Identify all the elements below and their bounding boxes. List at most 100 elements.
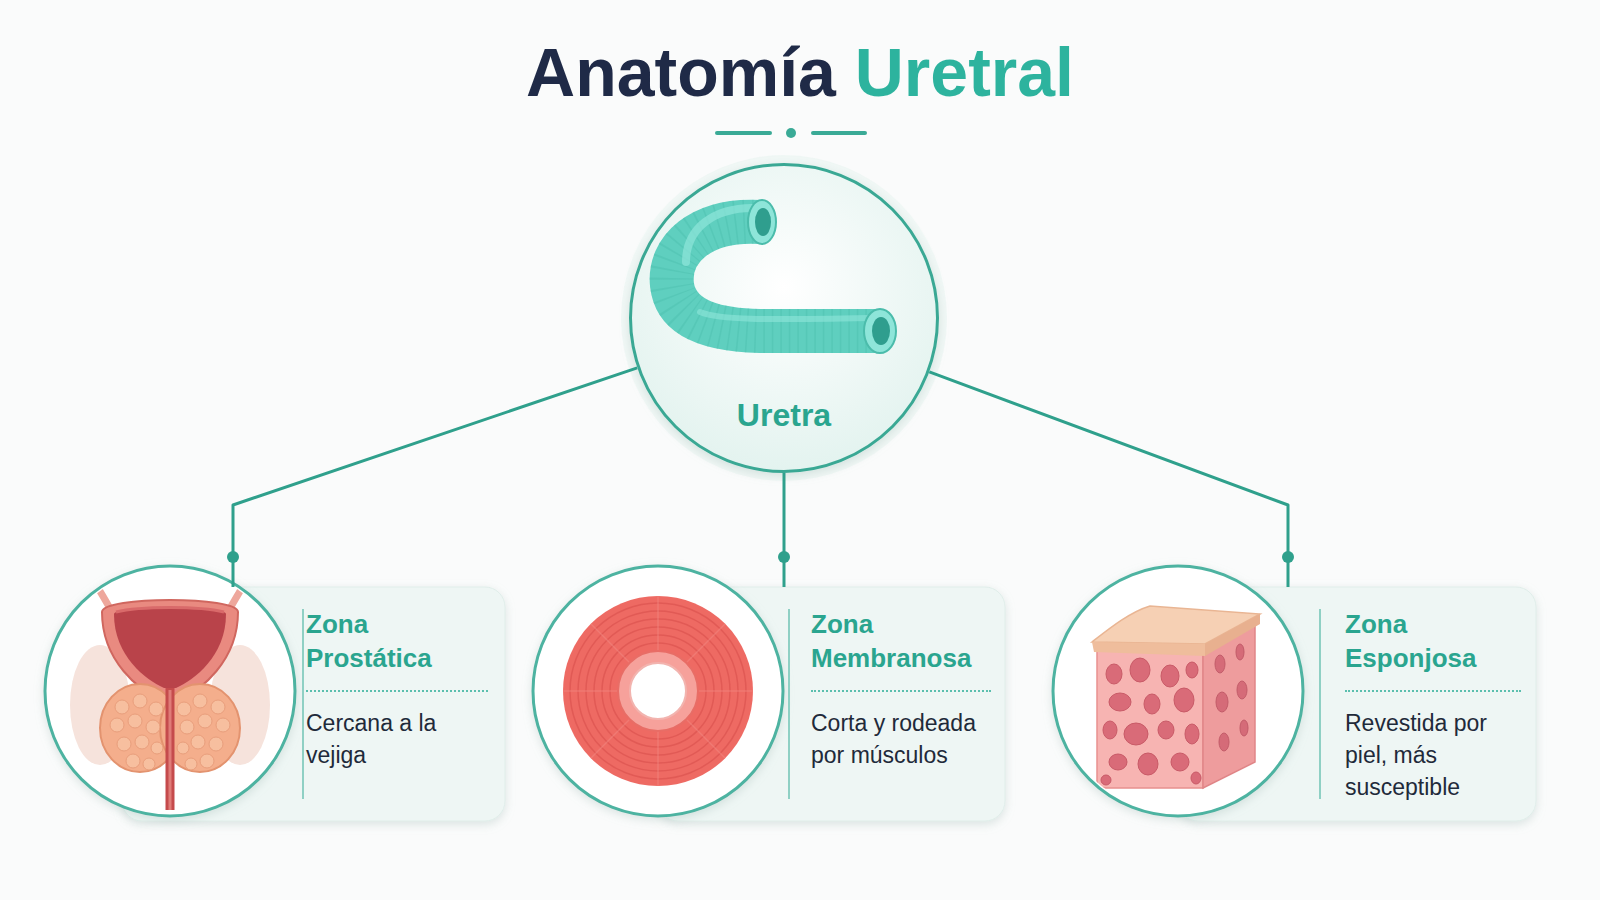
title-ornament: [717, 131, 770, 135]
card-background: [122, 587, 1536, 821]
spongy-tissue-illustration: [1205, 614, 1260, 656]
prostate-illustration: [146, 720, 160, 734]
spongy-tissue-illustration: [1215, 655, 1225, 673]
spongy-tissue-illustration: [1124, 723, 1148, 745]
prostate-illustration: [70, 560, 270, 810]
prostate-illustration: [200, 754, 214, 768]
connector-group: [778, 473, 790, 587]
prostate-illustration: [151, 742, 163, 754]
zone-description: Revestida por piel, más susceptible: [1345, 707, 1521, 803]
prostate-illustration: [135, 735, 149, 749]
urethra-tube-icon: [700, 312, 870, 319]
prostate-illustration: [177, 702, 191, 716]
prostate-illustration: [115, 700, 129, 714]
zone-card: Zona MembranosaCorta y rodeada por múscu…: [533, 587, 1005, 821]
urethra-tube-icon: [672, 200, 896, 353]
muscle-ring-illustration: [686, 719, 725, 758]
spongy-tissue-illustration: [1101, 775, 1111, 785]
muscle-ring-illustration: [618, 651, 698, 731]
muscle-ring-illustration: [563, 596, 753, 786]
urethra-tube-icon: [748, 200, 776, 244]
card-separator: [302, 609, 304, 799]
prostate-illustration: [191, 735, 205, 749]
spongy-tissue-illustration: [1237, 681, 1247, 699]
title-row: Anatomía Uretral: [0, 32, 1600, 112]
node-text-column: Uretra: [629, 395, 939, 435]
muscle-ring-illustration: [630, 663, 686, 719]
zone-card: Zona EsponjosaRevestida por piel, más su…: [1053, 587, 1536, 821]
urethra-tube-icon: [872, 317, 890, 345]
spongy-tissue-illustration: [1185, 724, 1199, 744]
urethra-tube-icon: [686, 208, 758, 262]
prostate-illustration: [149, 702, 163, 716]
card-text-column: Zona ProstáticaCercana a la vejiga: [306, 607, 488, 771]
spongy-tissue-illustration: [1138, 753, 1158, 775]
urethra-circle-fill: [621, 155, 947, 481]
urethra-tube-icon: [672, 222, 880, 331]
spongy-tissue-illustration: [1161, 665, 1179, 687]
title-ornament: [786, 128, 796, 138]
prostate-illustration: [126, 754, 140, 768]
muscle-ring-illustration: [563, 596, 753, 786]
prostate-illustration: [116, 608, 224, 613]
spongy-tissue-illustration: [1236, 644, 1244, 660]
connector-dot: [227, 551, 239, 563]
muscle-ring-illustration: [563, 690, 618, 692]
prostate-illustration: [193, 694, 207, 708]
prostate-illustration: [143, 758, 155, 770]
root-circle-node: Uretra: [629, 163, 939, 473]
prostate-illustration: [114, 608, 226, 688]
title-ornament: [717, 128, 865, 138]
urethra-circle-fill: [629, 163, 939, 473]
prostate-illustration: [110, 718, 124, 732]
spongy-tissue-illustration: [1171, 753, 1189, 771]
card-text-column: Zona EsponjosaRevestida por piel, más su…: [1345, 607, 1521, 803]
card-circle-frame: [1053, 566, 1303, 816]
prostate-illustration: [102, 600, 238, 700]
title-ornament: [813, 131, 865, 135]
muscle-ring-illustration: [563, 596, 753, 786]
spongy-tissue-illustration: [1174, 688, 1194, 712]
prostate-illustration: [169, 690, 172, 810]
spongy-tissue-illustration: [1219, 733, 1229, 751]
prostate-illustration: [185, 758, 197, 770]
zone-card: Zona ProstáticaCercana a la vejiga: [45, 587, 505, 821]
prostate-illustration: [117, 737, 131, 751]
dotted-divider: [811, 690, 991, 692]
muscle-ring-illustration: [591, 624, 630, 663]
card-separator: [1319, 609, 1321, 799]
spongy-tissue-illustration: [1101, 658, 1201, 785]
spongy-tissue-illustration: [1092, 606, 1260, 788]
spongy-tissue-illustration: [1215, 644, 1248, 751]
spongy-tissue-illustration: [1158, 721, 1174, 739]
connector-line: [783, 473, 786, 587]
prostate-illustration: [216, 718, 230, 732]
urethra-circle-fill: [621, 155, 947, 481]
muscle-ring-illustration: [657, 731, 659, 786]
zone-heading: Zona Membranosa: [811, 607, 991, 675]
spongy-tissue-illustration: [1109, 693, 1131, 711]
prostate-illustration: [133, 694, 147, 708]
spongy-tissue-illustration: [1144, 694, 1160, 714]
prostate-illustration: [177, 742, 189, 754]
node-label: Uretra: [629, 395, 939, 435]
dotted-divider: [306, 690, 488, 692]
card-circle-frame: [45, 566, 295, 816]
prostate-illustration: [166, 688, 175, 810]
spongy-tissue-illustration: [1216, 692, 1228, 712]
spongy-tissue-illustration: [1186, 662, 1198, 678]
zone-description: Corta y rodeada por músculos: [811, 707, 991, 771]
spongy-tissue-illustration: [1103, 721, 1117, 739]
prostate-illustration: [84, 560, 112, 612]
connector-dot: [1282, 551, 1294, 563]
zone-description: Cercana a la vejiga: [306, 707, 488, 771]
spongy-tissue-illustration: [1191, 772, 1201, 784]
prostate-illustration: [128, 714, 142, 728]
spongy-tissue-illustration: [1097, 642, 1203, 788]
dotted-divider: [1345, 690, 1521, 692]
card-circle-frame: [533, 566, 783, 816]
spongy-tissue-illustration: [1130, 658, 1150, 682]
connector-group: [227, 368, 637, 587]
diagram-title: Anatomía Uretral: [526, 32, 1074, 112]
